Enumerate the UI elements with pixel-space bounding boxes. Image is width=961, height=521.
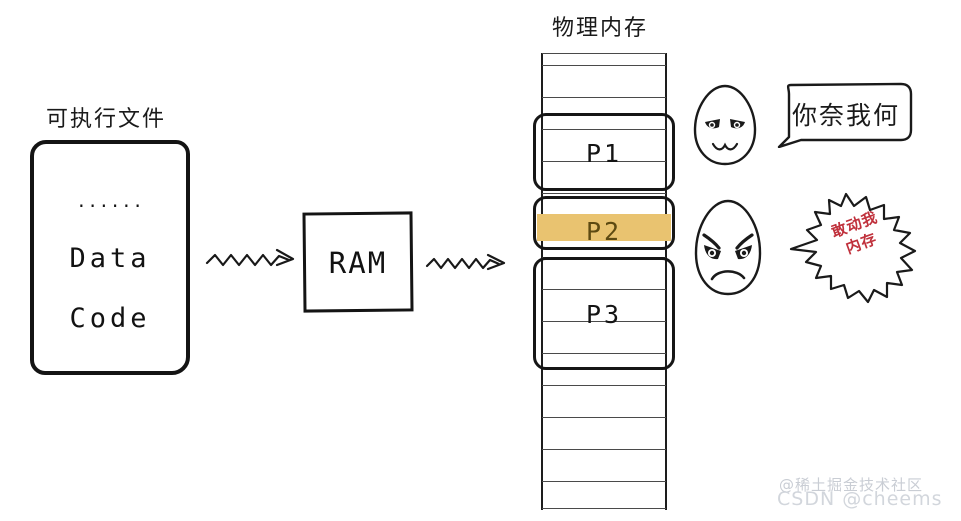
executable-file-title: 可执行文件 bbox=[46, 107, 167, 132]
physical-memory-column bbox=[541, 53, 667, 510]
memory-rule bbox=[542, 385, 666, 387]
watermark-csdn: CSDN @cheems bbox=[777, 488, 943, 510]
memory-rule bbox=[542, 449, 666, 451]
speech-bubble-calm-text: 你奈我何 bbox=[792, 101, 901, 130]
memory-rule bbox=[542, 289, 666, 291]
memory-block-p2-highlight bbox=[537, 214, 671, 241]
angry-egg-face-icon bbox=[694, 199, 762, 296]
memory-block-p2[interactable] bbox=[533, 196, 675, 250]
watermark-juejin: @稀土掘金技术社区 bbox=[779, 476, 924, 494]
memory-right-border bbox=[665, 53, 667, 510]
memory-rule bbox=[542, 481, 666, 483]
executable-code-section: Code bbox=[69, 303, 151, 334]
physical-memory-title: 物理内存 bbox=[552, 16, 649, 41]
memory-block-p3-label: P3 bbox=[585, 300, 623, 329]
memory-rule bbox=[542, 53, 666, 55]
memory-block-p3[interactable] bbox=[533, 257, 675, 370]
executable-data-section: Data bbox=[69, 243, 151, 274]
speech-bubble-calm bbox=[777, 82, 913, 148]
memory-rule bbox=[542, 508, 666, 510]
memory-rule bbox=[542, 417, 666, 419]
executable-ellipsis: ...... bbox=[76, 192, 144, 212]
ram-label: RAM bbox=[328, 246, 388, 280]
memory-rule bbox=[542, 65, 666, 67]
memory-rule bbox=[542, 97, 666, 99]
memory-rule bbox=[542, 193, 666, 195]
squiggly-arrow-exe-to-ram bbox=[205, 248, 295, 267]
memory-block-p1-label: P1 bbox=[585, 139, 623, 168]
memory-left-border bbox=[541, 53, 543, 510]
squiggly-arrow-ram-to-memory bbox=[425, 253, 506, 271]
memory-block-p1[interactable] bbox=[533, 113, 675, 191]
memory-rule bbox=[542, 353, 666, 355]
executable-file-box bbox=[30, 140, 190, 375]
memory-rule bbox=[542, 129, 666, 131]
memory-block-p2-label: P2 bbox=[585, 217, 623, 246]
memory-rule bbox=[542, 321, 666, 323]
memory-rule bbox=[542, 161, 666, 163]
smug-egg-face-icon bbox=[693, 84, 757, 166]
speech-bubble-angry-starburst bbox=[789, 192, 917, 304]
